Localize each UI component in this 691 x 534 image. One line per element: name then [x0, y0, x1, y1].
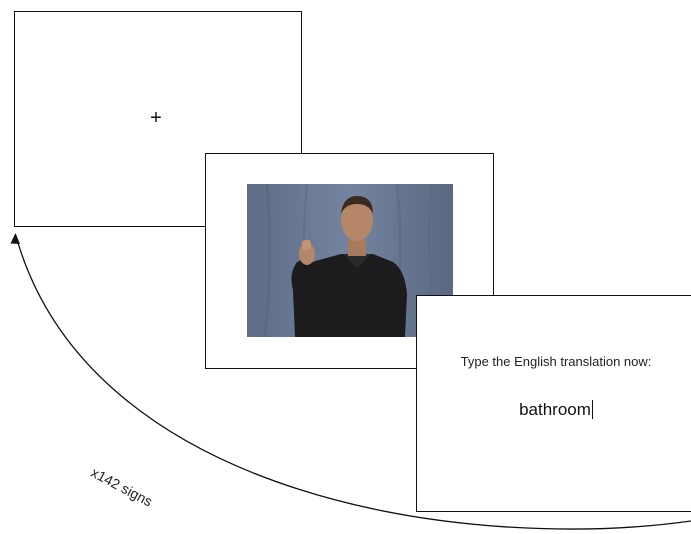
- curved-arrow-icon: [15, 235, 691, 530]
- translation-prompt: Type the English translation now:: [460, 354, 652, 369]
- fixation-cross: +: [150, 107, 162, 129]
- typed-response: bathroom: [519, 400, 591, 419]
- person-signing-icon: [247, 184, 453, 337]
- response-screen: Type the English translation now: bathro…: [416, 295, 691, 512]
- arrowhead-icon: [10, 233, 20, 244]
- text-caret: [591, 400, 593, 419]
- translation-input[interactable]: bathroom: [417, 400, 691, 420]
